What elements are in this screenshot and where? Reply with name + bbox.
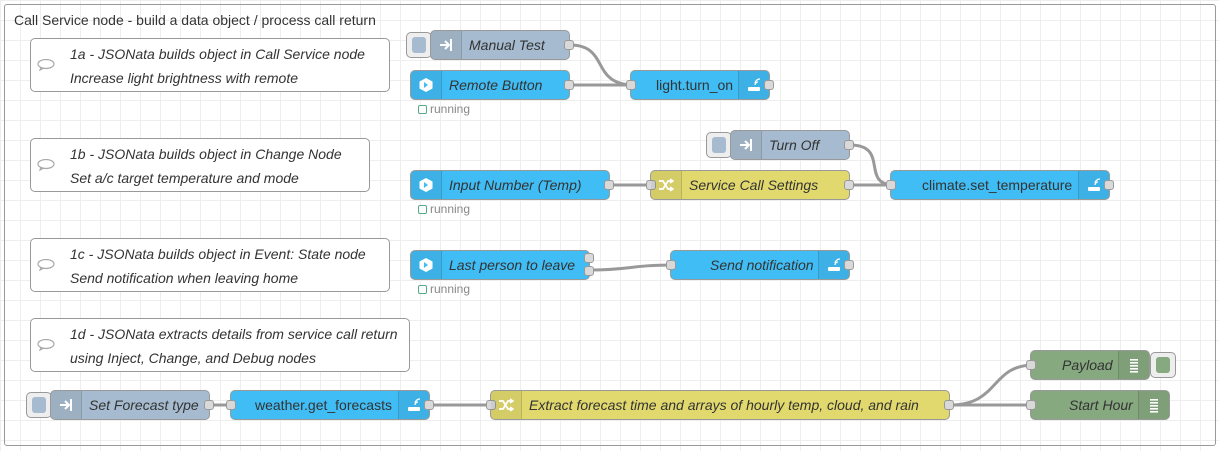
- node-weather-get-forecasts[interactable]: weather.get_forecasts: [226, 390, 434, 420]
- node-label: Send notification: [710, 257, 814, 273]
- output-port[interactable]: [204, 400, 214, 410]
- inject-button-turn-off[interactable]: [706, 132, 732, 158]
- arrow-in-icon: [431, 31, 462, 59]
- comment-icon: [37, 259, 55, 271]
- node-last-person[interactable]: Last person to leave: [410, 250, 594, 280]
- router-icon: [398, 391, 429, 419]
- comment-icon: [37, 339, 55, 351]
- home-assistant-icon: [411, 251, 442, 279]
- arrow-in-icon: [51, 391, 82, 419]
- output-port[interactable]: [604, 180, 614, 190]
- router-icon: [738, 71, 769, 99]
- debug-toggle-payload[interactable]: [1150, 352, 1176, 378]
- output-port-2[interactable]: [584, 266, 594, 276]
- list-icon: [1138, 391, 1169, 419]
- input-port[interactable]: [226, 400, 236, 410]
- inject-button-set-forecast[interactable]: [26, 392, 52, 418]
- home-assistant-icon: [411, 71, 442, 99]
- node-label: Payload: [1062, 357, 1113, 373]
- comment-1b[interactable]: 1b - JSONata builds object in Change Nod…: [30, 138, 370, 192]
- output-port[interactable]: [564, 40, 574, 50]
- node-set-forecast-type[interactable]: Set Forecast type: [50, 390, 214, 420]
- node-input-number[interactable]: Input Number (Temp): [410, 170, 614, 200]
- list-icon: [1118, 351, 1149, 379]
- input-port[interactable]: [1026, 360, 1036, 370]
- home-assistant-icon: [411, 171, 442, 199]
- node-label: Input Number (Temp): [449, 177, 582, 193]
- node-light-turn-on[interactable]: light.turn_on: [626, 70, 774, 100]
- wire-last-person: [589, 263, 675, 272]
- output-port[interactable]: [944, 400, 954, 410]
- comment-line2: Set a/c target temperature and mode: [70, 170, 299, 186]
- node-turn-off[interactable]: Turn Off: [730, 130, 854, 160]
- node-label: Remote Button: [449, 77, 543, 93]
- node-label: Service Call Settings: [689, 177, 819, 193]
- node-label: Manual Test: [469, 37, 545, 53]
- wire-extract-payload: [949, 363, 1035, 407]
- node-service-call-settings[interactable]: Service Call Settings: [646, 170, 854, 200]
- output-port[interactable]: [424, 400, 434, 410]
- shuffle-icon: [651, 171, 682, 199]
- input-port[interactable]: [666, 260, 676, 270]
- wire-manual-test: [569, 43, 635, 87]
- wire-turn-off: [849, 143, 895, 187]
- router-icon: [818, 251, 849, 279]
- output-port[interactable]: [844, 140, 854, 150]
- comment-icon: [37, 159, 55, 171]
- comment-1a[interactable]: 1a - JSONata builds object in Call Servi…: [30, 38, 390, 92]
- group-label: Call Service node - build a data object …: [14, 12, 376, 28]
- input-port[interactable]: [626, 80, 636, 90]
- node-label: Extract forecast time and arrays of hour…: [529, 397, 919, 413]
- node-payload[interactable]: Payload: [1026, 350, 1150, 380]
- comment-line2: using Inject, Change, and Debug nodes: [70, 350, 316, 366]
- output-port[interactable]: [844, 260, 854, 270]
- node-label: Start Hour: [1069, 397, 1133, 413]
- comment-line1: 1d - JSONata extracts details from servi…: [70, 326, 398, 342]
- node-manual-test[interactable]: Manual Test: [430, 30, 574, 60]
- comment-line2: Increase light brightness with remote: [70, 70, 298, 86]
- router-icon: [1078, 171, 1109, 199]
- output-port[interactable]: [564, 80, 574, 90]
- output-port-1[interactable]: [584, 253, 594, 263]
- node-label: Turn Off: [769, 137, 820, 153]
- node-send-notification[interactable]: Send notification: [666, 250, 854, 280]
- arrow-in-icon: [731, 131, 762, 159]
- node-remote-button[interactable]: Remote Button: [410, 70, 574, 100]
- output-port[interactable]: [1104, 180, 1114, 190]
- comment-icon: [37, 59, 55, 71]
- output-port[interactable]: [764, 80, 774, 90]
- comment-1c[interactable]: 1c - JSONata builds object in Event: Sta…: [30, 238, 390, 292]
- input-port[interactable]: [486, 400, 496, 410]
- node-label: Set Forecast type: [89, 397, 199, 413]
- comment-line2: Send notification when leaving home: [70, 270, 299, 286]
- status-running: running: [418, 202, 470, 216]
- node-climate-set-temperature[interactable]: climate.set_temperature: [886, 170, 1114, 200]
- node-extract-forecast[interactable]: Extract forecast time and arrays of hour…: [486, 390, 954, 420]
- node-start-hour[interactable]: Start Hour: [1026, 390, 1170, 420]
- flow-group[interactable]: Call Service node - build a data object …: [4, 4, 1216, 446]
- comment-line1: 1c - JSONata builds object in Event: Sta…: [70, 246, 366, 262]
- inject-button-manual-test[interactable]: [406, 32, 432, 58]
- output-port[interactable]: [844, 180, 854, 190]
- shuffle-icon: [491, 391, 522, 419]
- node-label: light.turn_on: [656, 77, 734, 93]
- status-running: running: [418, 102, 470, 116]
- status-running: running: [418, 282, 470, 296]
- input-port[interactable]: [886, 180, 896, 190]
- node-label: climate.set_temperature: [922, 177, 1073, 193]
- node-label: Last person to leave: [449, 257, 576, 273]
- input-port[interactable]: [646, 180, 656, 190]
- comment-line1: 1a - JSONata builds object in Call Servi…: [70, 46, 365, 62]
- comment-1d[interactable]: 1d - JSONata extracts details from servi…: [30, 318, 410, 372]
- node-label: weather.get_forecasts: [255, 397, 392, 413]
- comment-line1: 1b - JSONata builds object in Change Nod…: [70, 146, 342, 162]
- input-port[interactable]: [1026, 400, 1036, 410]
